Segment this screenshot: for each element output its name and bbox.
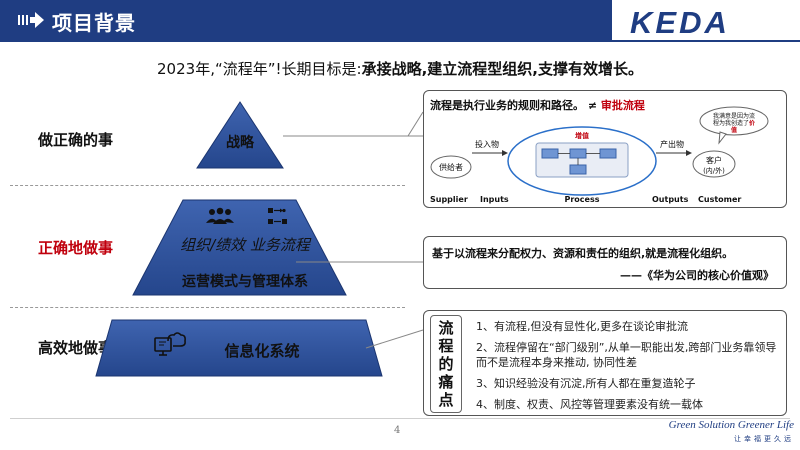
- process-step-1: [541, 148, 559, 159]
- list-item: 4、制度、权责、风控等管理要素没有统一载体: [476, 398, 703, 411]
- callout-line-2: 程为我创造了: [713, 119, 749, 127]
- list-item: 3、知识经验没有沉淀,所有人都在重复造轮子: [476, 377, 696, 390]
- input-arrow-label: 投入物: [475, 139, 499, 149]
- label-do-right-things: 做正确的事: [38, 131, 114, 149]
- pyramid-middle-tier: [132, 199, 347, 296]
- arrow-right-icon: [18, 12, 44, 28]
- process-step-4: [569, 164, 587, 175]
- process-definition-box: 流程是执行业务的规则和路径。 ≠ 审批流程 供给者 投入物 增值 产出物 客户 …: [423, 90, 787, 208]
- pyramid-bottom-label: 信息化系统: [224, 342, 300, 360]
- callout-line-3: 值: [731, 126, 737, 134]
- logo-text: KEDA: [630, 6, 730, 36]
- label-do-things-efficiently: 高效地做事: [38, 339, 114, 357]
- list-item: 1、有流程,但没有显性化,更多在谈论审批流: [476, 320, 688, 333]
- process-step-2: [569, 148, 587, 159]
- pyramid-top-label: 战略: [226, 135, 254, 151]
- goal-prefix: 2023年,“流程年”!长期目标是:: [157, 60, 362, 78]
- pyramid-middle-label-2: 运营模式与管理体系: [182, 274, 308, 290]
- pyramid-top-tier: [196, 101, 284, 169]
- workflow-icon: [268, 208, 287, 224]
- divider-dashed-2: [10, 307, 405, 308]
- page-number: 4: [394, 425, 401, 436]
- value-add-label: 增值: [575, 131, 589, 140]
- process-organization-source: ——《华为公司的核心价值观》: [620, 269, 774, 282]
- pain-points-list: 1、有流程,但没有显性化,更多在谈论审批流 2、流程停留在“部门级别”,从单一职…: [476, 319, 781, 418]
- list-item: 2、流程停留在“部门级别”,从单一职能出发,跨部门业务靠领导而不是流程本身来推动…: [476, 341, 777, 369]
- page-title: 项目背景: [52, 11, 136, 35]
- callout-line-1: 我满意是因为流: [713, 112, 755, 120]
- pyramid-middle-label-1: 组织/绩效 业务流程: [180, 236, 310, 254]
- label-supplier: Supplier: [430, 195, 468, 204]
- callout-red: 价: [749, 120, 756, 127]
- pain-points-title: 流 程 的 痛 点: [430, 315, 462, 413]
- label-inputs: Inputs: [480, 195, 509, 204]
- output-arrow-label: 产出物: [660, 139, 684, 149]
- customer-node-label-2: (内/外): [703, 166, 725, 175]
- process-step-3: [599, 148, 617, 159]
- process-flow-diagram: 供给者 投入物 增值 产出物 客户 (内/外) 我满意是因为流 程为我创造了价 …: [430, 106, 769, 204]
- divider-dashed-1: [10, 185, 405, 186]
- process-organization-box: 基于以流程来分配权力、资源和责任的组织,就是流程化组织。 ——《华为公司的核心价…: [423, 236, 787, 289]
- team-icon: [206, 207, 234, 224]
- label-customer: Customer: [698, 195, 741, 204]
- pyramid-bottom-tier: [95, 319, 383, 377]
- footer-slogan-cn: 让幸福更久远: [734, 435, 794, 443]
- header-bar: [0, 0, 612, 40]
- header-divider: [0, 40, 800, 42]
- customer-node-label-1: 客户: [706, 155, 722, 165]
- process-organization-text: 基于以流程来分配权力、资源和责任的组织,就是流程化组织。: [432, 247, 734, 260]
- svg-text:程为我创造了价: 程为我创造了价: [713, 119, 756, 127]
- footer-slogan: Green Solution Greener Life: [668, 419, 794, 431]
- goal-statement: 2023年,“流程年”!长期目标是:承接战略,建立流程型组织,支撑有效增长。: [0, 58, 800, 79]
- label-outputs: Outputs: [652, 195, 689, 204]
- footer-divider: [10, 418, 790, 419]
- label-process: Process: [565, 195, 600, 204]
- supplier-node-label: 供给者: [439, 162, 463, 172]
- customer-node: [692, 150, 736, 178]
- customer-callout: [699, 106, 769, 136]
- cloud-computer-icon: [154, 332, 186, 356]
- goal-emphasis: 承接战略,建立流程型组织,支撑有效增长。: [361, 60, 643, 78]
- supplier-node: [430, 155, 472, 179]
- process-headline: 流程是执行业务的规则和路径。 ≠ 审批流程: [430, 99, 645, 112]
- keda-logo: KEDA: [630, 6, 730, 36]
- connector-bottom: [365, 329, 424, 349]
- pain-points-box: 流 程 的 痛 点 1、有流程,但没有显性化,更多在谈论审批流 2、流程停留在“…: [423, 310, 787, 416]
- label-do-things-right: 正确地做事: [38, 239, 114, 257]
